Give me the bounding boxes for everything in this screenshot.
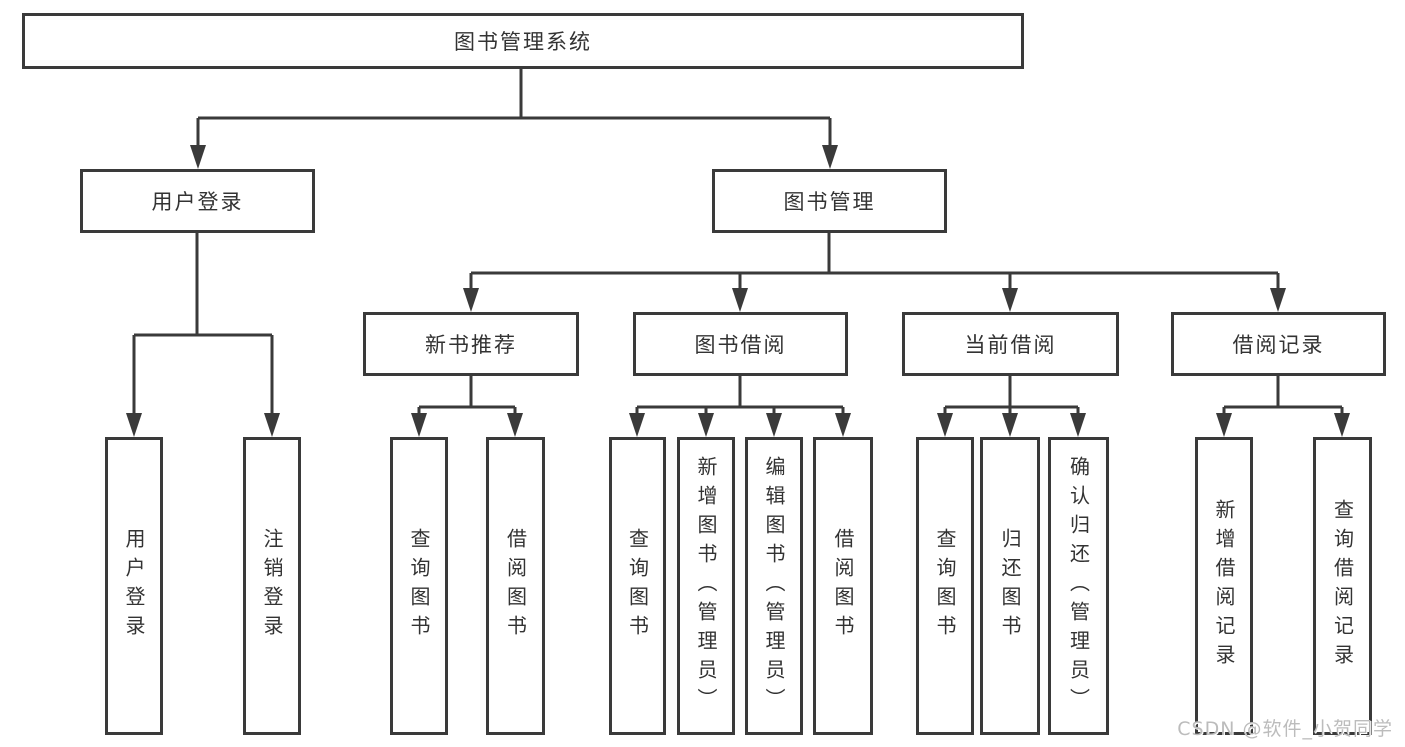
connector-borrow-records-children	[1216, 376, 1350, 437]
node-book-borrow-label: 图书借阅	[694, 333, 787, 357]
node-user-login: 用户登录	[80, 169, 315, 233]
leaf-query-books-borrow: 查询图书	[609, 437, 666, 735]
leaf-add-borrow-record: 新增借阅记录	[1195, 437, 1253, 735]
leaf-query-books-current-label: 查询图书	[933, 528, 957, 644]
leaf-query-borrow-record-label: 查询借阅记录	[1330, 499, 1355, 673]
node-current-borrow-label: 当前借阅	[964, 333, 1057, 357]
leaf-user-login: 用户登录	[105, 437, 163, 735]
leaf-query-books-recommend: 查询图书	[390, 437, 448, 735]
leaf-edit-book-admin-label: 编辑图书（管理员）	[762, 455, 786, 717]
leaf-borrow-books-recommend: 借阅图书	[486, 437, 545, 735]
leaf-borrow-books-recommend-label: 借阅图书	[503, 528, 528, 644]
leaf-logout: 注销登录	[243, 437, 301, 735]
connector-book-borrow-children	[629, 376, 851, 437]
node-new-book-recommend: 新书推荐	[363, 312, 579, 376]
leaf-confirm-return-admin-label: 确认归还（管理员）	[1066, 455, 1091, 717]
node-book-management-label: 图书管理	[783, 190, 876, 214]
leaf-return-book-label: 归还图书	[998, 528, 1022, 644]
leaf-borrow-books: 借阅图书	[813, 437, 873, 735]
leaf-query-books-recommend-label: 查询图书	[407, 528, 431, 644]
connector-book-management-children	[463, 233, 1286, 312]
leaf-add-book-admin: 新增图书（管理员）	[677, 437, 735, 735]
watermark-text: CSDN @软件_小贺同学	[1177, 718, 1393, 740]
leaf-query-borrow-record: 查询借阅记录	[1313, 437, 1372, 735]
leaf-borrow-books-label: 借阅图书	[831, 528, 855, 644]
node-library-system: 图书管理系统	[22, 13, 1024, 69]
leaf-confirm-return-admin: 确认归还（管理员）	[1048, 437, 1109, 735]
leaf-add-borrow-record-label: 新增借阅记录	[1212, 499, 1236, 673]
leaf-user-login-label: 用户登录	[122, 528, 146, 644]
node-library-system-label: 图书管理系统	[454, 30, 592, 54]
node-borrow-records-label: 借阅记录	[1232, 333, 1325, 357]
leaf-query-books-current: 查询图书	[916, 437, 974, 735]
node-new-book-recommend-label: 新书推荐	[425, 333, 517, 357]
node-book-management: 图书管理	[712, 169, 947, 233]
leaf-query-books-borrow-label: 查询图书	[625, 528, 650, 644]
node-user-login-label: 用户登录	[151, 190, 244, 214]
connector-user-login-children	[126, 233, 280, 437]
node-book-borrow: 图书借阅	[633, 312, 848, 376]
leaf-return-book: 归还图书	[980, 437, 1040, 735]
leaf-logout-label: 注销登录	[260, 528, 284, 644]
leaf-edit-book-admin: 编辑图书（管理员）	[745, 437, 803, 735]
node-current-borrow: 当前借阅	[902, 312, 1119, 376]
connector-root-to-level2	[190, 69, 838, 169]
connector-new-book-children	[411, 376, 523, 437]
leaf-add-book-admin-label: 新增图书（管理员）	[694, 455, 718, 717]
node-borrow-records: 借阅记录	[1171, 312, 1386, 376]
connector-current-borrow-children	[937, 376, 1086, 437]
